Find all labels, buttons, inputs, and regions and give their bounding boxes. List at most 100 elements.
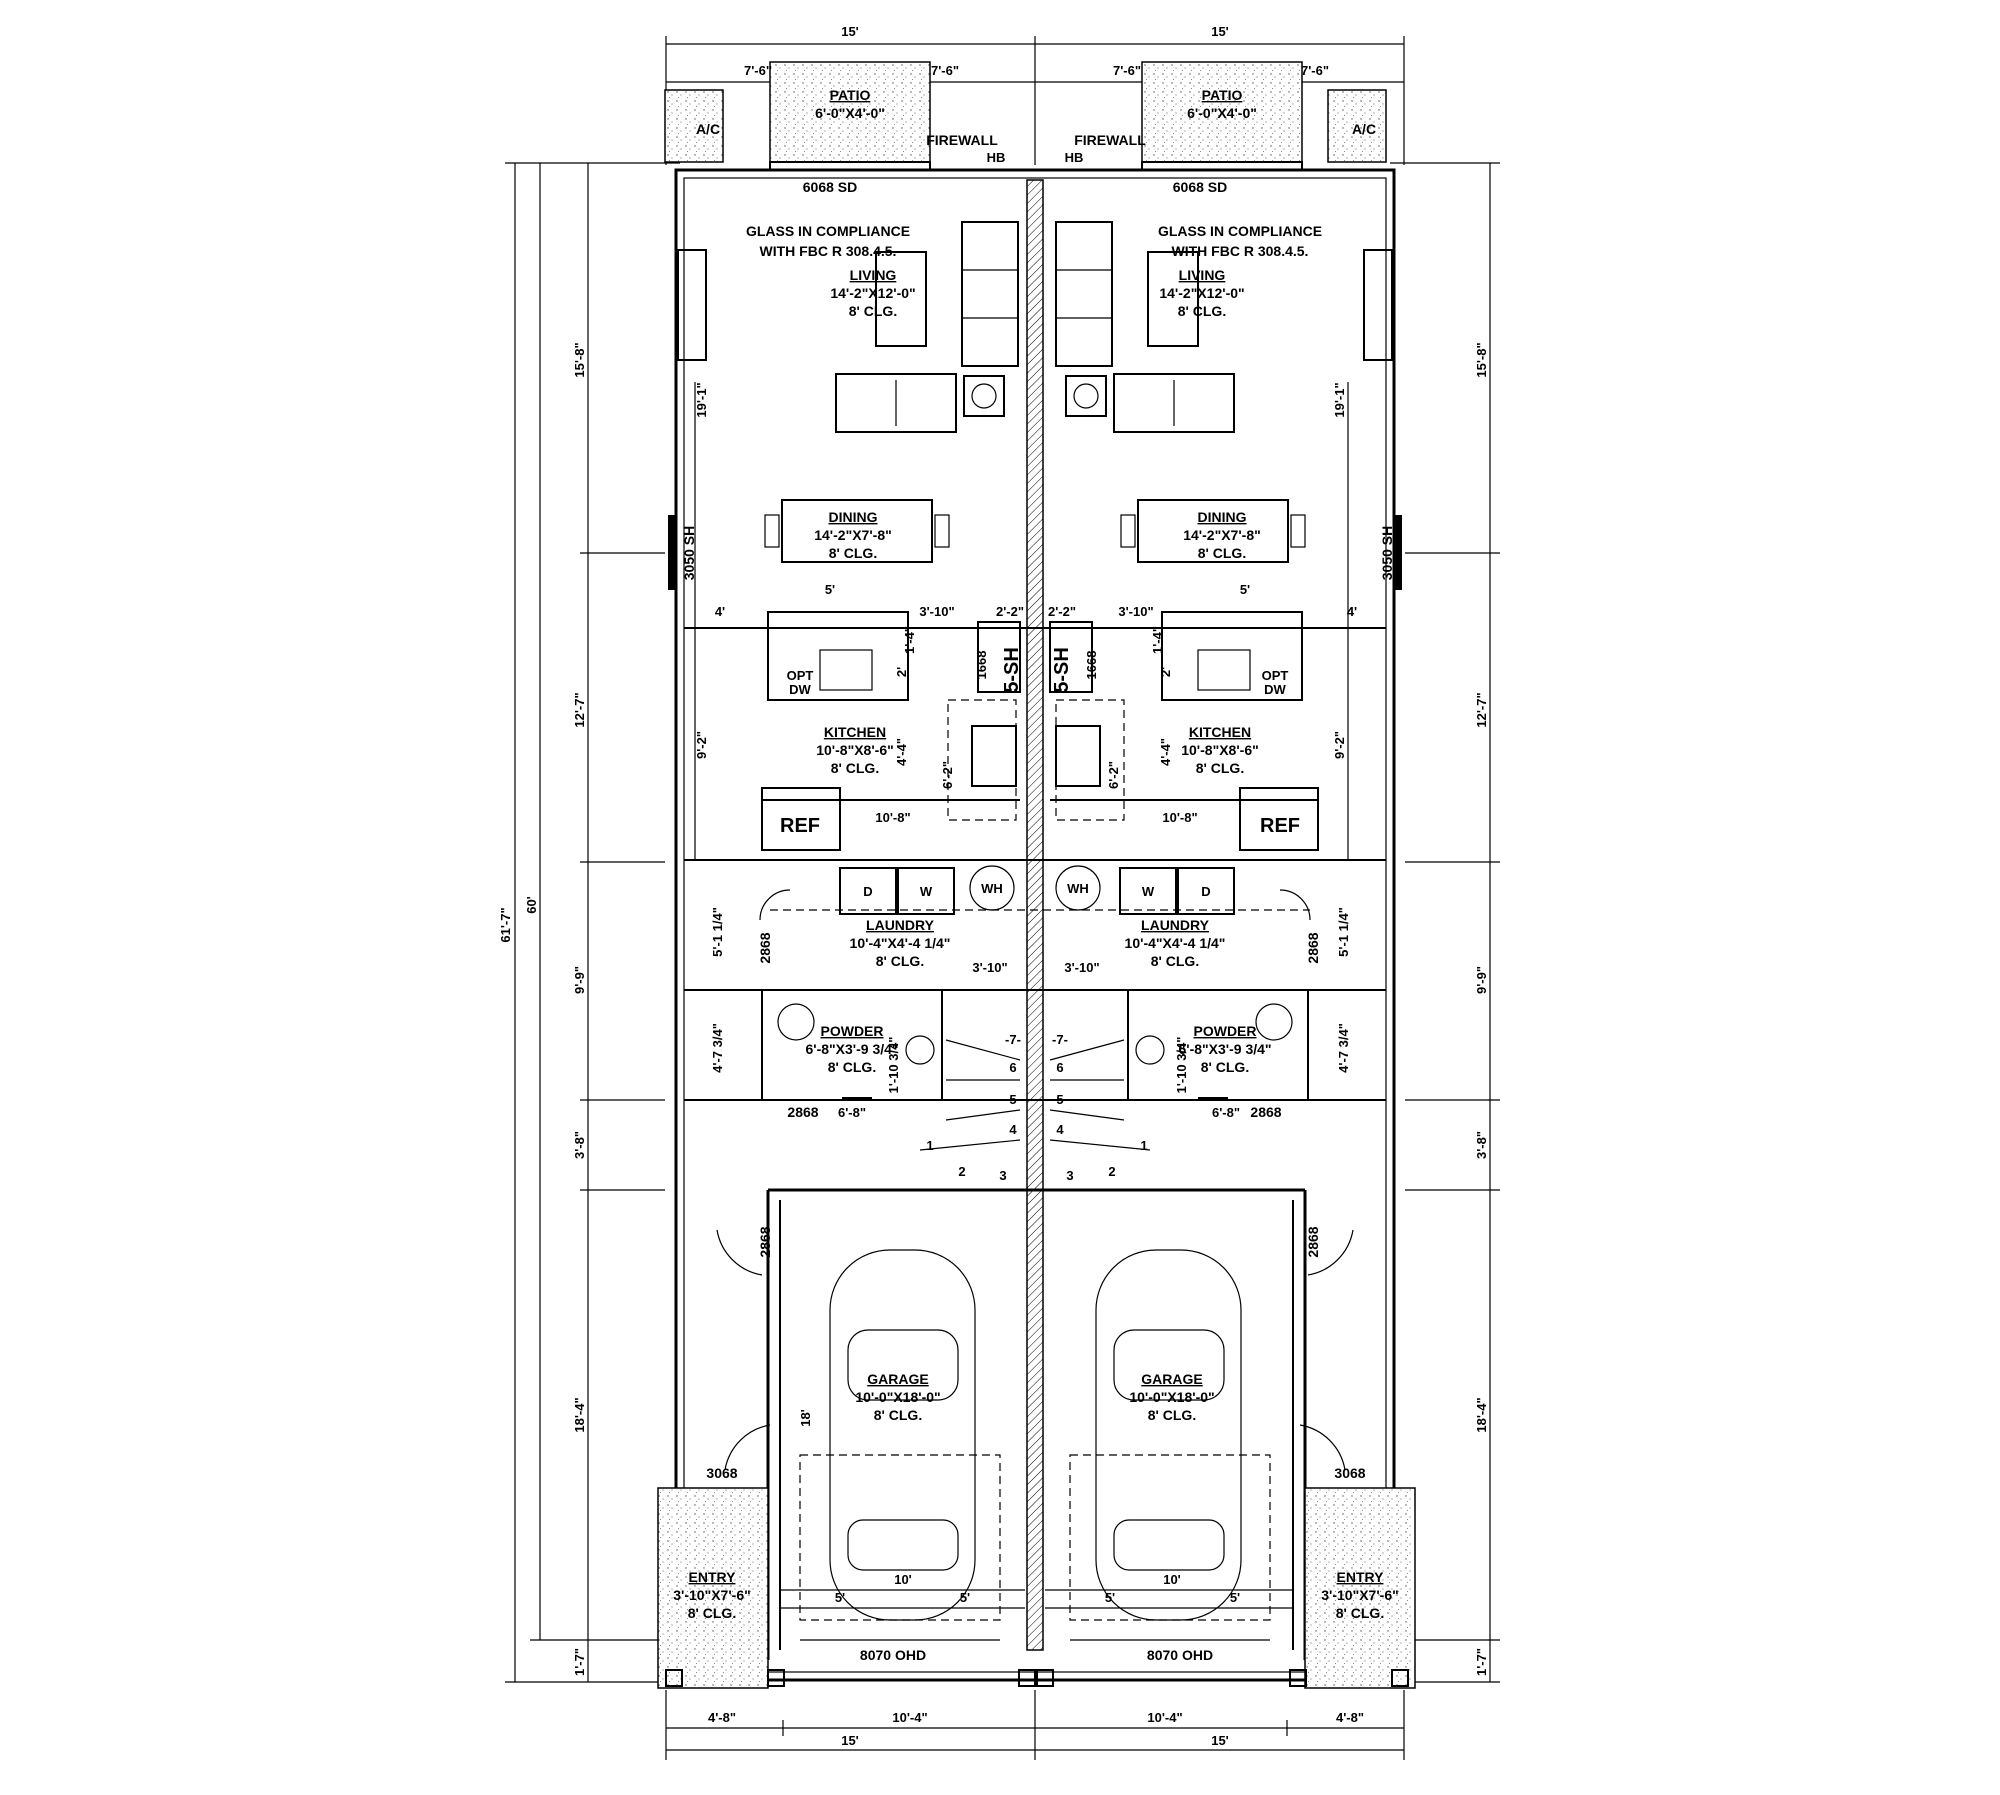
dim-side4-left: 4' xyxy=(715,604,725,619)
ref-label-left: REF xyxy=(780,815,820,837)
room-powder-name-right: POWDER xyxy=(1194,1023,1257,1039)
glass-note-left-2: WITH FBC R 308.4.5. xyxy=(760,243,897,259)
dim-side4-right: 4' xyxy=(1347,604,1357,619)
room-powder-name-left: POWDER xyxy=(821,1023,884,1039)
dim-counter5-left: 5' xyxy=(825,582,835,597)
stair-step-4-left: 4 xyxy=(1009,1122,1017,1137)
room-kitchen-size-right: 10'-8"X8'-6" xyxy=(1181,742,1259,758)
dim-laundry51-right: 5'-1 1/4" xyxy=(1336,907,1351,957)
dim-kitchen310-right: 3'-10" xyxy=(1118,604,1153,619)
dim-powder68-right: 6'-8" xyxy=(1212,1105,1240,1120)
stair-step-5-left: 5 xyxy=(1009,1092,1016,1107)
dim-kitchen44-right: 4'-4" xyxy=(1158,738,1173,766)
room-dining-clg-right: 8' CLG. xyxy=(1198,545,1246,561)
room-garage-name-left: GARAGE xyxy=(867,1371,928,1387)
stair-step-2-left: 2 xyxy=(958,1164,965,1179)
room-entry-clg-right: 8' CLG. xyxy=(1336,1605,1384,1621)
washer-right: W xyxy=(1142,884,1155,899)
door-entry-right: 3068 xyxy=(1334,1465,1365,1481)
stair-step-7-right: -7- xyxy=(1052,1032,1068,1047)
dim-kitchen-side-left: 9'-2" xyxy=(694,731,709,759)
dim-garage-left: 18'-4" xyxy=(572,1397,587,1432)
washer-left: W xyxy=(920,884,933,899)
dim-front-entry-left: 4'-8" xyxy=(708,1710,736,1725)
dim-laundry-left: 9'-9" xyxy=(572,966,587,994)
annotation-labels: PATIO 6'-0"X4'-0" PATIO 6'-0"X4'-0" A/C … xyxy=(681,87,1395,1663)
room-kitchen-clg-left: 8' CLG. xyxy=(831,760,879,776)
door-entry-left: 3068 xyxy=(706,1465,737,1481)
dim-front-garage-left: 10'-4" xyxy=(892,1710,927,1725)
dim-powder47-left: 4'-7 3/4" xyxy=(710,1023,725,1073)
firewall-label-left: FIREWALL xyxy=(926,132,998,148)
room-powder-clg-right: 8' CLG. xyxy=(1201,1059,1249,1075)
dim-kitchen-side-right: 9'-2" xyxy=(1332,731,1347,759)
dim-front-entry-right: 4'-8" xyxy=(1336,1710,1364,1725)
room-entry-size-right: 3'-10"X7'-6" xyxy=(1321,1587,1399,1603)
room-laundry-clg-right: 8' CLG. xyxy=(1151,953,1199,969)
dim-back-right: 19'-1" xyxy=(1332,382,1347,417)
patio-label-left: PATIO xyxy=(830,87,871,103)
stair-step-5-right: 5 xyxy=(1056,1092,1063,1107)
room-laundry-name-left: LAUNDRY xyxy=(866,917,935,933)
window-kitchen-left: 1668 xyxy=(974,651,989,680)
glass-note-left-1: GLASS IN COMPLIANCE xyxy=(746,223,910,239)
stair-step-7-left: -7- xyxy=(1005,1032,1021,1047)
dim-laundry310-right: 3'-10" xyxy=(1064,960,1099,975)
room-garage-size-left: 10'-0"X18'-0" xyxy=(855,1389,940,1405)
dim-bottom-width-left: 15' xyxy=(841,1733,859,1748)
room-dining-size-left: 14'-2"X7'-8" xyxy=(814,527,892,543)
room-laundry-clg-left: 8' CLG. xyxy=(876,953,924,969)
room-laundry-name-right: LAUNDRY xyxy=(1141,917,1210,933)
room-living-clg-right: 8' CLG. xyxy=(1178,303,1226,319)
dim-powder68-left: 6'-8" xyxy=(838,1105,866,1120)
ref-label-right: REF xyxy=(1260,815,1300,837)
window-kitchen-right: 1668 xyxy=(1084,651,1099,680)
dim-stair22-left: 2'-2" xyxy=(996,604,1024,619)
dryer-right: D xyxy=(1201,884,1210,899)
room-powder-size-left: 6'-8"X3'-9 3/4" xyxy=(805,1041,898,1057)
room-labels: LIVING 14'-2"X12'-0" 8' CLG. LIVING 14'-… xyxy=(673,267,1399,1621)
room-entry-name-left: ENTRY xyxy=(689,1569,737,1585)
window-side-left: 3050 SH xyxy=(681,526,697,580)
dim-powder110-left: 1'-10 3/4" xyxy=(886,1037,901,1094)
dim-bottom-width-right: 15' xyxy=(1211,1733,1229,1748)
room-powder-clg-left: 8' CLG. xyxy=(828,1059,876,1075)
room-entry-size-left: 3'-10"X7'-6" xyxy=(673,1587,751,1603)
stair-step-3-left: 3 xyxy=(999,1168,1006,1183)
dim-laundry51-left: 5'-1 1/4" xyxy=(710,907,725,957)
dimension-labels: 15' 15' 7'-6" 7'-6" 7'-6" 7'-6" 15' 15' … xyxy=(498,24,1489,1748)
dim-porch-right: 1'-7" xyxy=(1474,1648,1489,1676)
dim-kitchen-right: 12'-7" xyxy=(1474,692,1489,727)
stair-step-1-right: 1 xyxy=(1140,1138,1147,1153)
dim-powder47-right: 4'-7 3/4" xyxy=(1336,1023,1351,1073)
room-garage-clg-left: 8' CLG. xyxy=(874,1407,922,1423)
dim-top-width-left: 15' xyxy=(841,24,859,39)
room-living-clg-left: 8' CLG. xyxy=(849,303,897,319)
dim-living-left: 15'-8" xyxy=(572,342,587,377)
dim-inner-depth: 60' xyxy=(524,896,539,914)
dim-kitchen108-right: 10'-8" xyxy=(1162,810,1197,825)
dim-garage-right: 18'-4" xyxy=(1474,1397,1489,1432)
dim-counter14-right: 1'-4" xyxy=(1150,626,1165,654)
room-laundry-size-left: 10'-4"X4'-4 1/4" xyxy=(850,935,951,951)
ac-label-left: A/C xyxy=(696,121,720,137)
water-heater-right: WH xyxy=(1067,881,1089,896)
dim-stair-left: 3'-8" xyxy=(572,1131,587,1159)
glass-note-right-1: GLASS IN COMPLIANCE xyxy=(1158,223,1322,239)
stair-step-2-right: 2 xyxy=(1108,1164,1115,1179)
room-garage-clg-right: 8' CLG. xyxy=(1148,1407,1196,1423)
room-dining-size-right: 14'-2"X7'-8" xyxy=(1183,527,1261,543)
dim-kitchen44-left: 4'-4" xyxy=(894,738,909,766)
dim-front-garage-right: 10'-4" xyxy=(1147,1710,1182,1725)
room-kitchen-size-left: 10'-8"X8'-6" xyxy=(816,742,894,758)
room-kitchen-name-left: KITCHEN xyxy=(824,724,886,740)
door-powder-right: 2868 xyxy=(1250,1104,1281,1120)
patio-size-left: 6'-0"X4'-0" xyxy=(815,105,885,121)
firewall-label-right: FIREWALL xyxy=(1074,132,1146,148)
stair-step-1-left: 1 xyxy=(926,1138,933,1153)
room-living-name-left: LIVING xyxy=(850,267,897,283)
dim-garage10-right: 10' xyxy=(1163,1572,1181,1587)
door-laundry-left: 2868 xyxy=(757,932,773,963)
room-kitchen-clg-right: 8' CLG. xyxy=(1196,760,1244,776)
